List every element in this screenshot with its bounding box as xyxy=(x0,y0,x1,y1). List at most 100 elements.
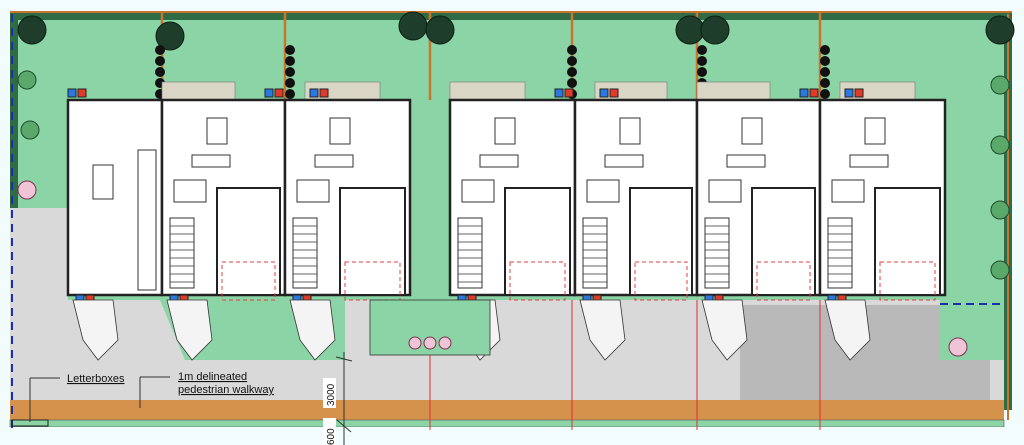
road-width-dimension: 3000 xyxy=(326,383,337,406)
general-waste-bin-icon xyxy=(264,88,274,98)
dining-table-icon xyxy=(586,179,620,203)
recycling-bin-icon xyxy=(609,88,619,98)
armchair-icon xyxy=(329,117,351,145)
hedge-plant-icon xyxy=(285,89,295,99)
staircase-icon xyxy=(704,217,730,289)
garage xyxy=(629,187,693,296)
hedge-plant-icon xyxy=(567,67,577,77)
shrub-icon xyxy=(20,120,40,140)
hedge-plant-icon xyxy=(567,78,577,88)
front-garden-bed xyxy=(166,299,213,361)
hedge-plant-icon xyxy=(697,67,707,77)
shrub-icon xyxy=(17,70,37,90)
tree-icon xyxy=(398,11,428,41)
garage-door xyxy=(221,261,276,301)
armchair-icon xyxy=(206,117,228,145)
general-waste-bin-icon xyxy=(799,88,809,98)
front-garden-bed xyxy=(701,299,748,361)
general-waste-bin-icon xyxy=(844,88,854,98)
recycling-bin-icon xyxy=(809,88,819,98)
sofa-icon xyxy=(849,154,889,168)
recycling-bin-icon xyxy=(77,88,87,98)
timber-deck xyxy=(161,81,236,101)
walkway-label-line1: 1m delineated xyxy=(178,371,247,383)
verge xyxy=(9,419,1005,428)
shrub-icon xyxy=(990,260,1010,280)
garage-door xyxy=(634,261,688,301)
dwelling-unit xyxy=(448,81,577,361)
shrub-icon xyxy=(990,75,1010,95)
hedge-plant-icon xyxy=(285,56,295,66)
timber-deck xyxy=(449,81,526,101)
timber-deck xyxy=(696,81,771,101)
hedge-plant-icon xyxy=(567,56,577,66)
garage xyxy=(874,187,941,296)
tree-icon xyxy=(155,21,185,51)
front-garden-bed xyxy=(72,299,119,361)
garage-door xyxy=(509,261,566,301)
armchair-icon xyxy=(619,117,641,145)
hedge-plant-icon xyxy=(820,67,830,77)
garage xyxy=(339,187,406,296)
hedge-plant-icon xyxy=(285,67,295,77)
dwelling-unit xyxy=(695,81,822,361)
tree-icon xyxy=(17,15,47,45)
dining-table-icon xyxy=(831,179,865,203)
hedge-plant-icon xyxy=(285,45,295,55)
dwelling-footprint xyxy=(66,98,164,297)
dimension-tag xyxy=(323,378,336,408)
tree-icon xyxy=(425,15,455,45)
staircase-icon xyxy=(169,217,195,289)
annotation-layer: Letterboxes 1m delineated pedestrian wal… xyxy=(29,352,353,445)
shrub-icon xyxy=(990,135,1010,155)
hedge-plant-icon xyxy=(155,67,165,77)
page-margin xyxy=(10,427,1004,445)
tree-icon xyxy=(985,15,1015,45)
flowering-shrub-icon xyxy=(948,337,968,357)
garage xyxy=(216,187,281,296)
sofa-icon xyxy=(604,154,644,168)
armchair-icon xyxy=(741,117,763,145)
front-garden-bed xyxy=(824,299,871,361)
front-garden-bed xyxy=(289,299,336,361)
hedge-plant-icon xyxy=(155,56,165,66)
hedge-plant-icon xyxy=(155,45,165,55)
general-waste-bin-icon xyxy=(309,88,319,98)
garage xyxy=(504,187,571,296)
dining-table-icon xyxy=(461,179,495,203)
dwelling-unit xyxy=(283,81,412,361)
armchair-icon xyxy=(864,117,886,145)
sofa-icon xyxy=(191,154,231,168)
staircase-icon xyxy=(827,217,853,289)
dwelling-unit xyxy=(66,88,164,361)
pedestrian-walkway xyxy=(10,400,1004,420)
dwelling-units xyxy=(66,81,947,361)
flowering-shrub-icon xyxy=(408,336,422,350)
garage xyxy=(751,187,816,296)
dwelling-unit xyxy=(573,81,699,361)
dining-table-icon xyxy=(173,179,207,203)
hedge-plant-icon xyxy=(820,45,830,55)
staircase-icon xyxy=(292,217,318,289)
walkway-label-line2: pedestrian walkway xyxy=(178,384,274,396)
dwelling-unit xyxy=(160,81,287,361)
garage-door xyxy=(879,261,936,301)
general-waste-bin-icon xyxy=(554,88,564,98)
hedge-plant-icon xyxy=(567,45,577,55)
letterboxes-label: Letterboxes xyxy=(67,373,125,385)
dimension-line xyxy=(336,419,352,433)
front-garden-bed xyxy=(579,299,626,361)
verge-width-dimension: 600 xyxy=(326,428,337,445)
dining-table-icon xyxy=(92,164,114,200)
recycling-bin-icon xyxy=(854,88,864,98)
hedge-plant-icon xyxy=(820,89,830,99)
recycling-bin-icon xyxy=(274,88,284,98)
sofa-icon xyxy=(726,154,766,168)
hedge-plant-icon xyxy=(820,56,830,66)
general-waste-bin-icon xyxy=(67,88,77,98)
flowering-shrub-icon xyxy=(17,180,37,200)
general-waste-bin-icon xyxy=(599,88,609,98)
flowering-shrub-icon xyxy=(438,336,452,350)
dimension-tag xyxy=(323,418,336,445)
